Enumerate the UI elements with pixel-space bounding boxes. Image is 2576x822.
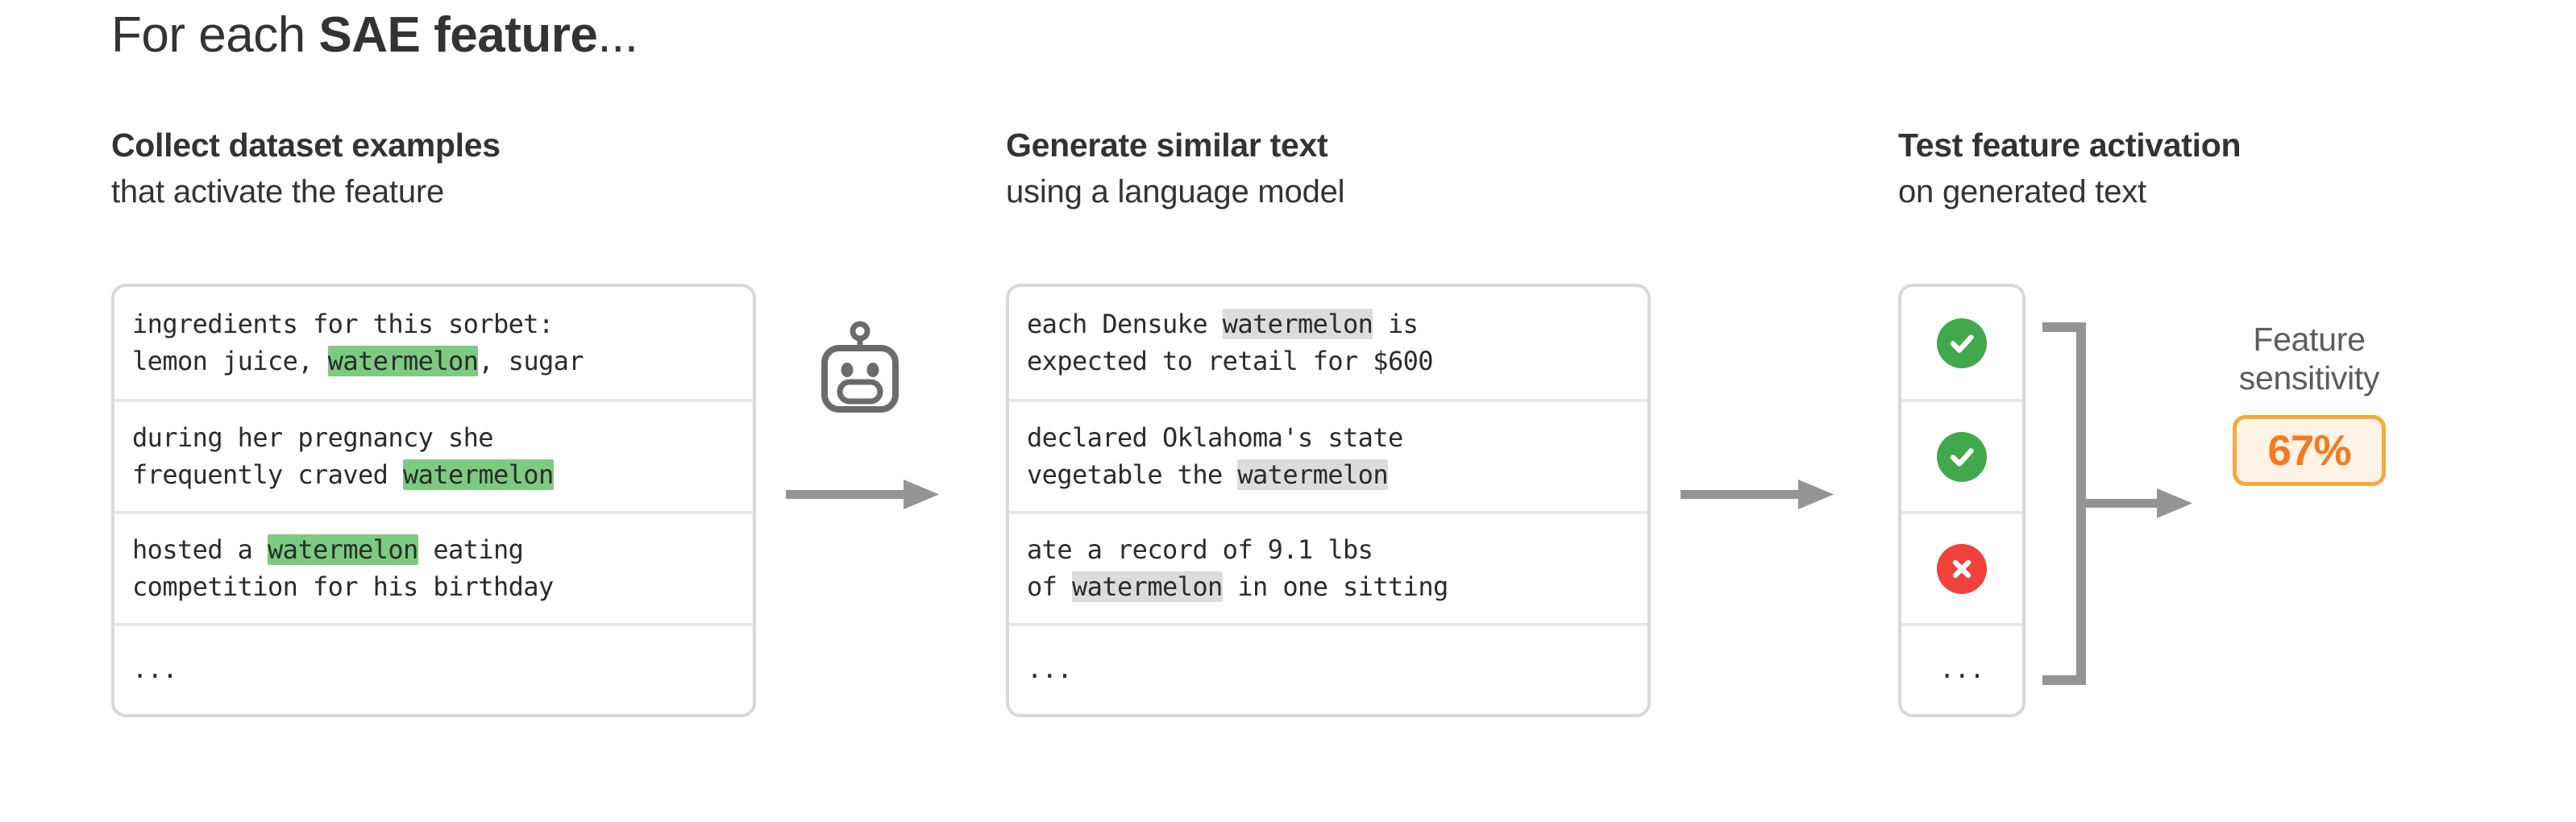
feature-sensitivity-label-line1: Feature [2253, 321, 2366, 358]
example-line: each Densuke watermelon is [1027, 306, 1630, 342]
dataset-example-row-1: ingredients for this sorbet: lemon juice… [114, 287, 753, 399]
example-text: frequently craved [132, 459, 403, 490]
example-text: during her pregnancy she [132, 422, 494, 454]
feature-highlight: watermelon [1072, 571, 1223, 602]
generated-examples-box: each Densuke watermelon is expected to r… [1006, 284, 1651, 717]
feature-highlight: watermelon [1237, 459, 1389, 490]
feature-highlight: watermelon [402, 459, 554, 490]
feature-sensitivity-label: Feature sensitivity [2176, 321, 2442, 397]
example-text: is [1373, 309, 1419, 340]
example-line: frequently craved watermelon [132, 457, 735, 493]
example-line: expected to retail for $600 [1027, 343, 1630, 380]
column-3-heading: Test feature activation [1898, 127, 2242, 164]
check-icon [1937, 318, 1987, 368]
dataset-examples-box: ingredients for this sorbet: lemon juice… [111, 284, 756, 717]
example-line: hosted a watermelon eating [132, 532, 735, 568]
test-result-row-1 [1901, 287, 2022, 399]
feature-highlight: watermelon [1222, 309, 1373, 340]
robot-icon [816, 321, 904, 416]
dataset-example-row-3: hosted a watermelon eating competition f… [114, 511, 753, 623]
test-result-row-2 [1901, 399, 2022, 511]
example-text: eating [418, 534, 524, 566]
cross-icon [1937, 543, 1987, 594]
arrow-right-icon [1681, 477, 1834, 513]
feature-sensitivity-label-line2: sensitivity [2238, 359, 2380, 396]
dataset-examples-more-row: ... [114, 623, 753, 712]
page-title-prefix: For each [111, 7, 319, 63]
ellipsis-label: ... [1027, 654, 1073, 684]
example-line: lemon juice, watermelon, sugar [132, 343, 735, 380]
arrow-right-icon [786, 477, 939, 513]
example-text: vegetable the [1027, 459, 1238, 490]
example-text: competition for his birthday [132, 571, 554, 602]
feature-sensitivity-value: 67% [2267, 426, 2351, 475]
page-title: For each SAE feature... [111, 6, 638, 64]
column-collect-heading: Collect dataset examples that activate t… [111, 127, 837, 210]
example-text: hosted a [132, 534, 268, 566]
feature-sensitivity-block: Feature sensitivity 67% [2176, 321, 2442, 487]
column-test-heading: Test feature activation on generated tex… [1898, 127, 2576, 210]
column-1-subheading: that activate the feature [111, 174, 445, 210]
example-line: ingredients for this sorbet: [132, 306, 735, 342]
column-generate-heading: Generate similar text using a language m… [1006, 127, 1731, 210]
example-text: lemon juice, [132, 345, 328, 376]
example-text: declared Oklahoma's state [1027, 422, 1403, 454]
example-text: expected to retail for $600 [1027, 345, 1434, 376]
column-2-subheading: using a language model [1006, 174, 1345, 210]
test-results-box: ... [1898, 284, 2025, 717]
example-text: ate a record of 9.1 lbs [1027, 534, 1373, 566]
example-line: competition for his birthday [132, 569, 735, 605]
generated-example-row-1: each Densuke watermelon is expected to r… [1009, 287, 1647, 399]
generated-example-row-2: declared Oklahoma's state vegetable the … [1009, 399, 1647, 511]
check-icon [1937, 431, 1987, 482]
ellipsis-label: ... [132, 654, 178, 684]
column-3-subheading: on generated text [1898, 174, 2146, 210]
page-title-emphasis: SAE feature [318, 7, 598, 63]
example-text: ingredients for this sorbet: [132, 309, 554, 340]
example-line: vegetable the watermelon [1027, 457, 1630, 493]
example-line: ate a record of 9.1 lbs [1027, 532, 1630, 568]
test-result-row-3 [1901, 511, 2022, 623]
generated-examples-more-row: ... [1009, 623, 1647, 712]
example-line: during her pregnancy she [132, 420, 735, 456]
feature-highlight: watermelon [268, 534, 418, 566]
page-title-suffix: ... [597, 7, 638, 63]
feature-highlight: watermelon [327, 345, 479, 376]
column-2-heading: Generate similar text [1006, 127, 1328, 164]
bracket-icon [2039, 322, 2225, 685]
ellipsis-label: ... [1939, 654, 1985, 684]
example-text: each Densuke [1027, 309, 1223, 340]
example-line: declared Oklahoma's state [1027, 420, 1630, 456]
example-line: of watermelon in one sitting [1027, 569, 1630, 605]
generated-example-row-3: ate a record of 9.1 lbs of watermelon in… [1009, 511, 1647, 623]
column-1-heading: Collect dataset examples [111, 127, 501, 164]
test-results-more-row: ... [1901, 623, 2022, 712]
example-text: of [1027, 571, 1072, 602]
dataset-example-row-2: during her pregnancy she frequently crav… [114, 399, 753, 511]
example-text: , sugar [478, 345, 584, 376]
feature-sensitivity-value-badge: 67% [2233, 415, 2386, 487]
example-text: in one sitting [1222, 571, 1448, 602]
